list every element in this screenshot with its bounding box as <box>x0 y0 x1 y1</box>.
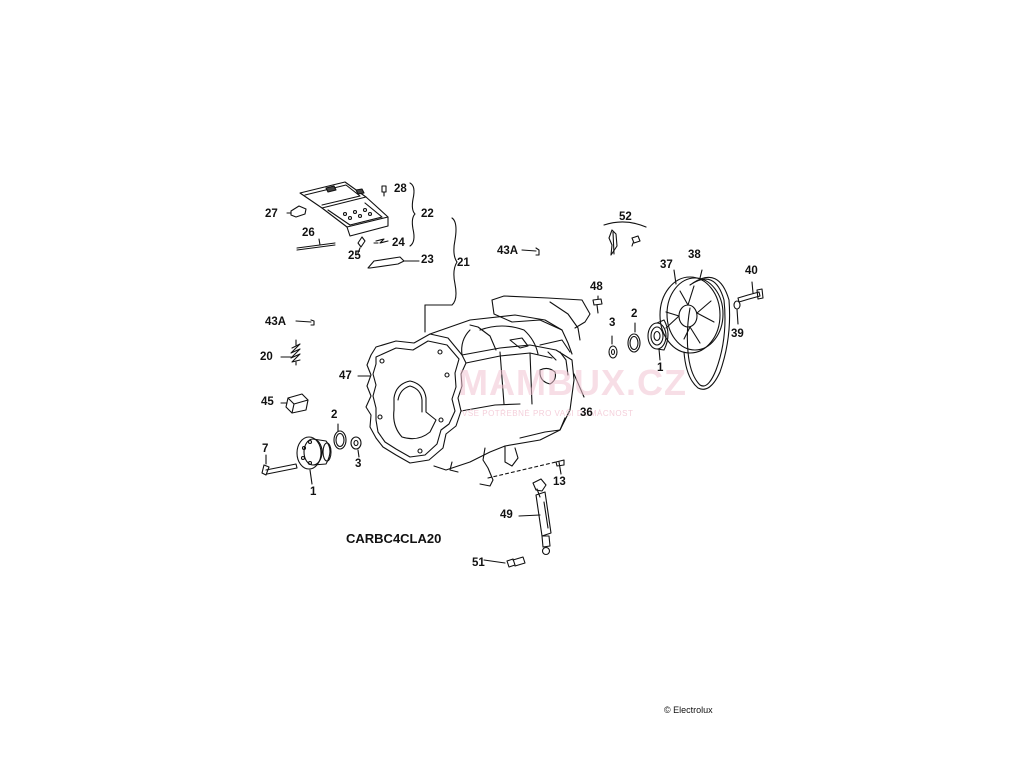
part-label-2-right: 2 <box>631 308 638 320</box>
pin-13 <box>555 459 565 475</box>
part-label-49: 49 <box>500 509 513 521</box>
bearing-hub-right <box>647 319 669 361</box>
top-cover-plate <box>299 181 389 237</box>
brace-22 <box>409 182 416 247</box>
belt-38 <box>683 269 731 390</box>
drawing-code: CARBC4CLA20 <box>346 531 442 546</box>
watermark-brand: MAMBUX.CZ <box>458 362 687 403</box>
brace-21 <box>451 217 458 306</box>
bolt-40 <box>737 281 764 303</box>
clip-25 <box>357 236 366 248</box>
watermark-tagline: VŠE POTŘEBNÉ PRO VAŠI DOMÁCNOST <box>462 409 634 418</box>
pulley-37 <box>659 269 724 354</box>
part-label-43a-top: 43A <box>497 245 519 257</box>
part-label-25: 25 <box>348 250 361 262</box>
clip-27 <box>288 205 307 218</box>
part-label-45: 45 <box>261 396 274 408</box>
part-label-36: 36 <box>580 407 593 419</box>
seal-23 <box>367 256 411 269</box>
part-label-7: 7 <box>262 443 269 455</box>
seal-ring-2-right <box>627 322 641 353</box>
seal-ring-2-left <box>333 423 347 450</box>
part-label-48: 48 <box>590 281 603 293</box>
part-label-1-left: 1 <box>310 486 317 498</box>
part-label-24: 24 <box>392 237 405 249</box>
bracket-52 <box>603 221 647 256</box>
part-label-27: 27 <box>265 208 278 220</box>
part-label-51: 51 <box>472 557 485 569</box>
washer-39 <box>733 300 741 325</box>
part-label-3-right: 3 <box>609 317 616 329</box>
washer-3-right <box>608 335 618 359</box>
part-label-21: 21 <box>457 257 470 269</box>
part-label-52: 52 <box>619 211 632 223</box>
part-label-38: 38 <box>688 249 701 261</box>
part-label-23: 23 <box>421 254 434 266</box>
tub-assembly <box>365 295 591 487</box>
shock-pad-45 <box>285 393 309 414</box>
part-label-20: 20 <box>260 351 273 363</box>
rod-26 <box>296 242 336 251</box>
copyright-notice: © Electrolux <box>664 705 713 715</box>
clip-28 <box>381 185 387 197</box>
spring-24 <box>375 238 389 244</box>
part-label-39: 39 <box>731 328 744 340</box>
part-label-1-right: 1 <box>657 362 664 374</box>
shock-absorber-49 <box>532 478 552 556</box>
part-label-40: 40 <box>745 265 758 277</box>
part-label-37: 37 <box>660 259 673 271</box>
part-label-43a-left: 43A <box>265 316 287 328</box>
bearing-hub-left <box>296 436 332 485</box>
part-label-28: 28 <box>394 183 407 195</box>
bolt-7 <box>261 454 298 476</box>
part-label-3-left: 3 <box>355 458 362 470</box>
washer-3-left <box>350 436 362 458</box>
part-label-13: 13 <box>553 476 566 488</box>
part-label-2-left: 2 <box>331 409 338 421</box>
part-label-26: 26 <box>302 227 315 239</box>
screw-43a-top <box>521 247 540 256</box>
spring-20 <box>290 339 301 366</box>
screw-48 <box>592 295 603 314</box>
part-label-22: 22 <box>421 208 434 220</box>
part-label-47: 47 <box>339 370 352 382</box>
plug-51 <box>506 556 526 568</box>
screw-43a-left <box>295 319 315 326</box>
